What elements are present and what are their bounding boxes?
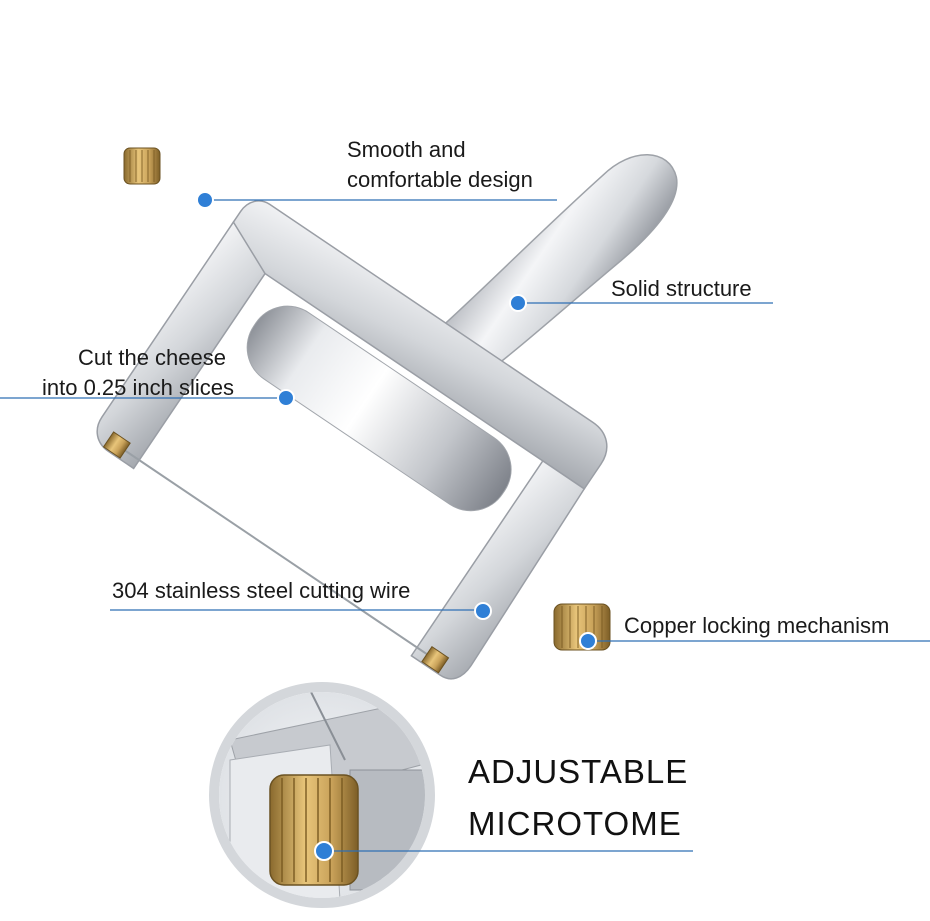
feature-title-line2: MICROTOME (468, 805, 682, 842)
feature-title-line1: ADJUSTABLE (468, 753, 689, 790)
callout-cut: Cut the cheese into 0.25 inch slices (8, 343, 234, 403)
brass-knob-top (123, 147, 161, 185)
callout-smooth-line2: comfortable design (347, 167, 533, 192)
callout-dot-icon (196, 191, 214, 209)
zoom-detail-image (209, 682, 435, 908)
callout-solid: Solid structure (611, 274, 752, 304)
cheese-slicer-image (96, 154, 678, 680)
callout-wire-text: 304 stainless steel cutting wire (112, 578, 411, 603)
callout-dot-icon (509, 294, 527, 312)
callout-dot-icon (277, 389, 295, 407)
callout-dot-icon (314, 841, 334, 861)
callout-smooth: Smooth and comfortable design (347, 135, 533, 195)
callout-lines (0, 199, 930, 852)
callout-cut-line2: into 0.25 inch slices (42, 375, 234, 400)
callout-copper-text: Copper locking mechanism (624, 613, 890, 638)
callout-wire: 304 stainless steel cutting wire (112, 576, 410, 606)
callout-dot-icon (579, 632, 597, 650)
callout-cut-line1: Cut the cheese (78, 345, 226, 370)
callout-copper: Copper locking mechanism (624, 611, 889, 641)
feature-title: ADJUSTABLE MICROTOME (468, 746, 688, 850)
callout-solid-text: Solid structure (611, 276, 752, 301)
callout-dots (196, 191, 597, 861)
callout-smooth-line1: Smooth and (347, 137, 466, 162)
callout-dot-icon (474, 602, 492, 620)
